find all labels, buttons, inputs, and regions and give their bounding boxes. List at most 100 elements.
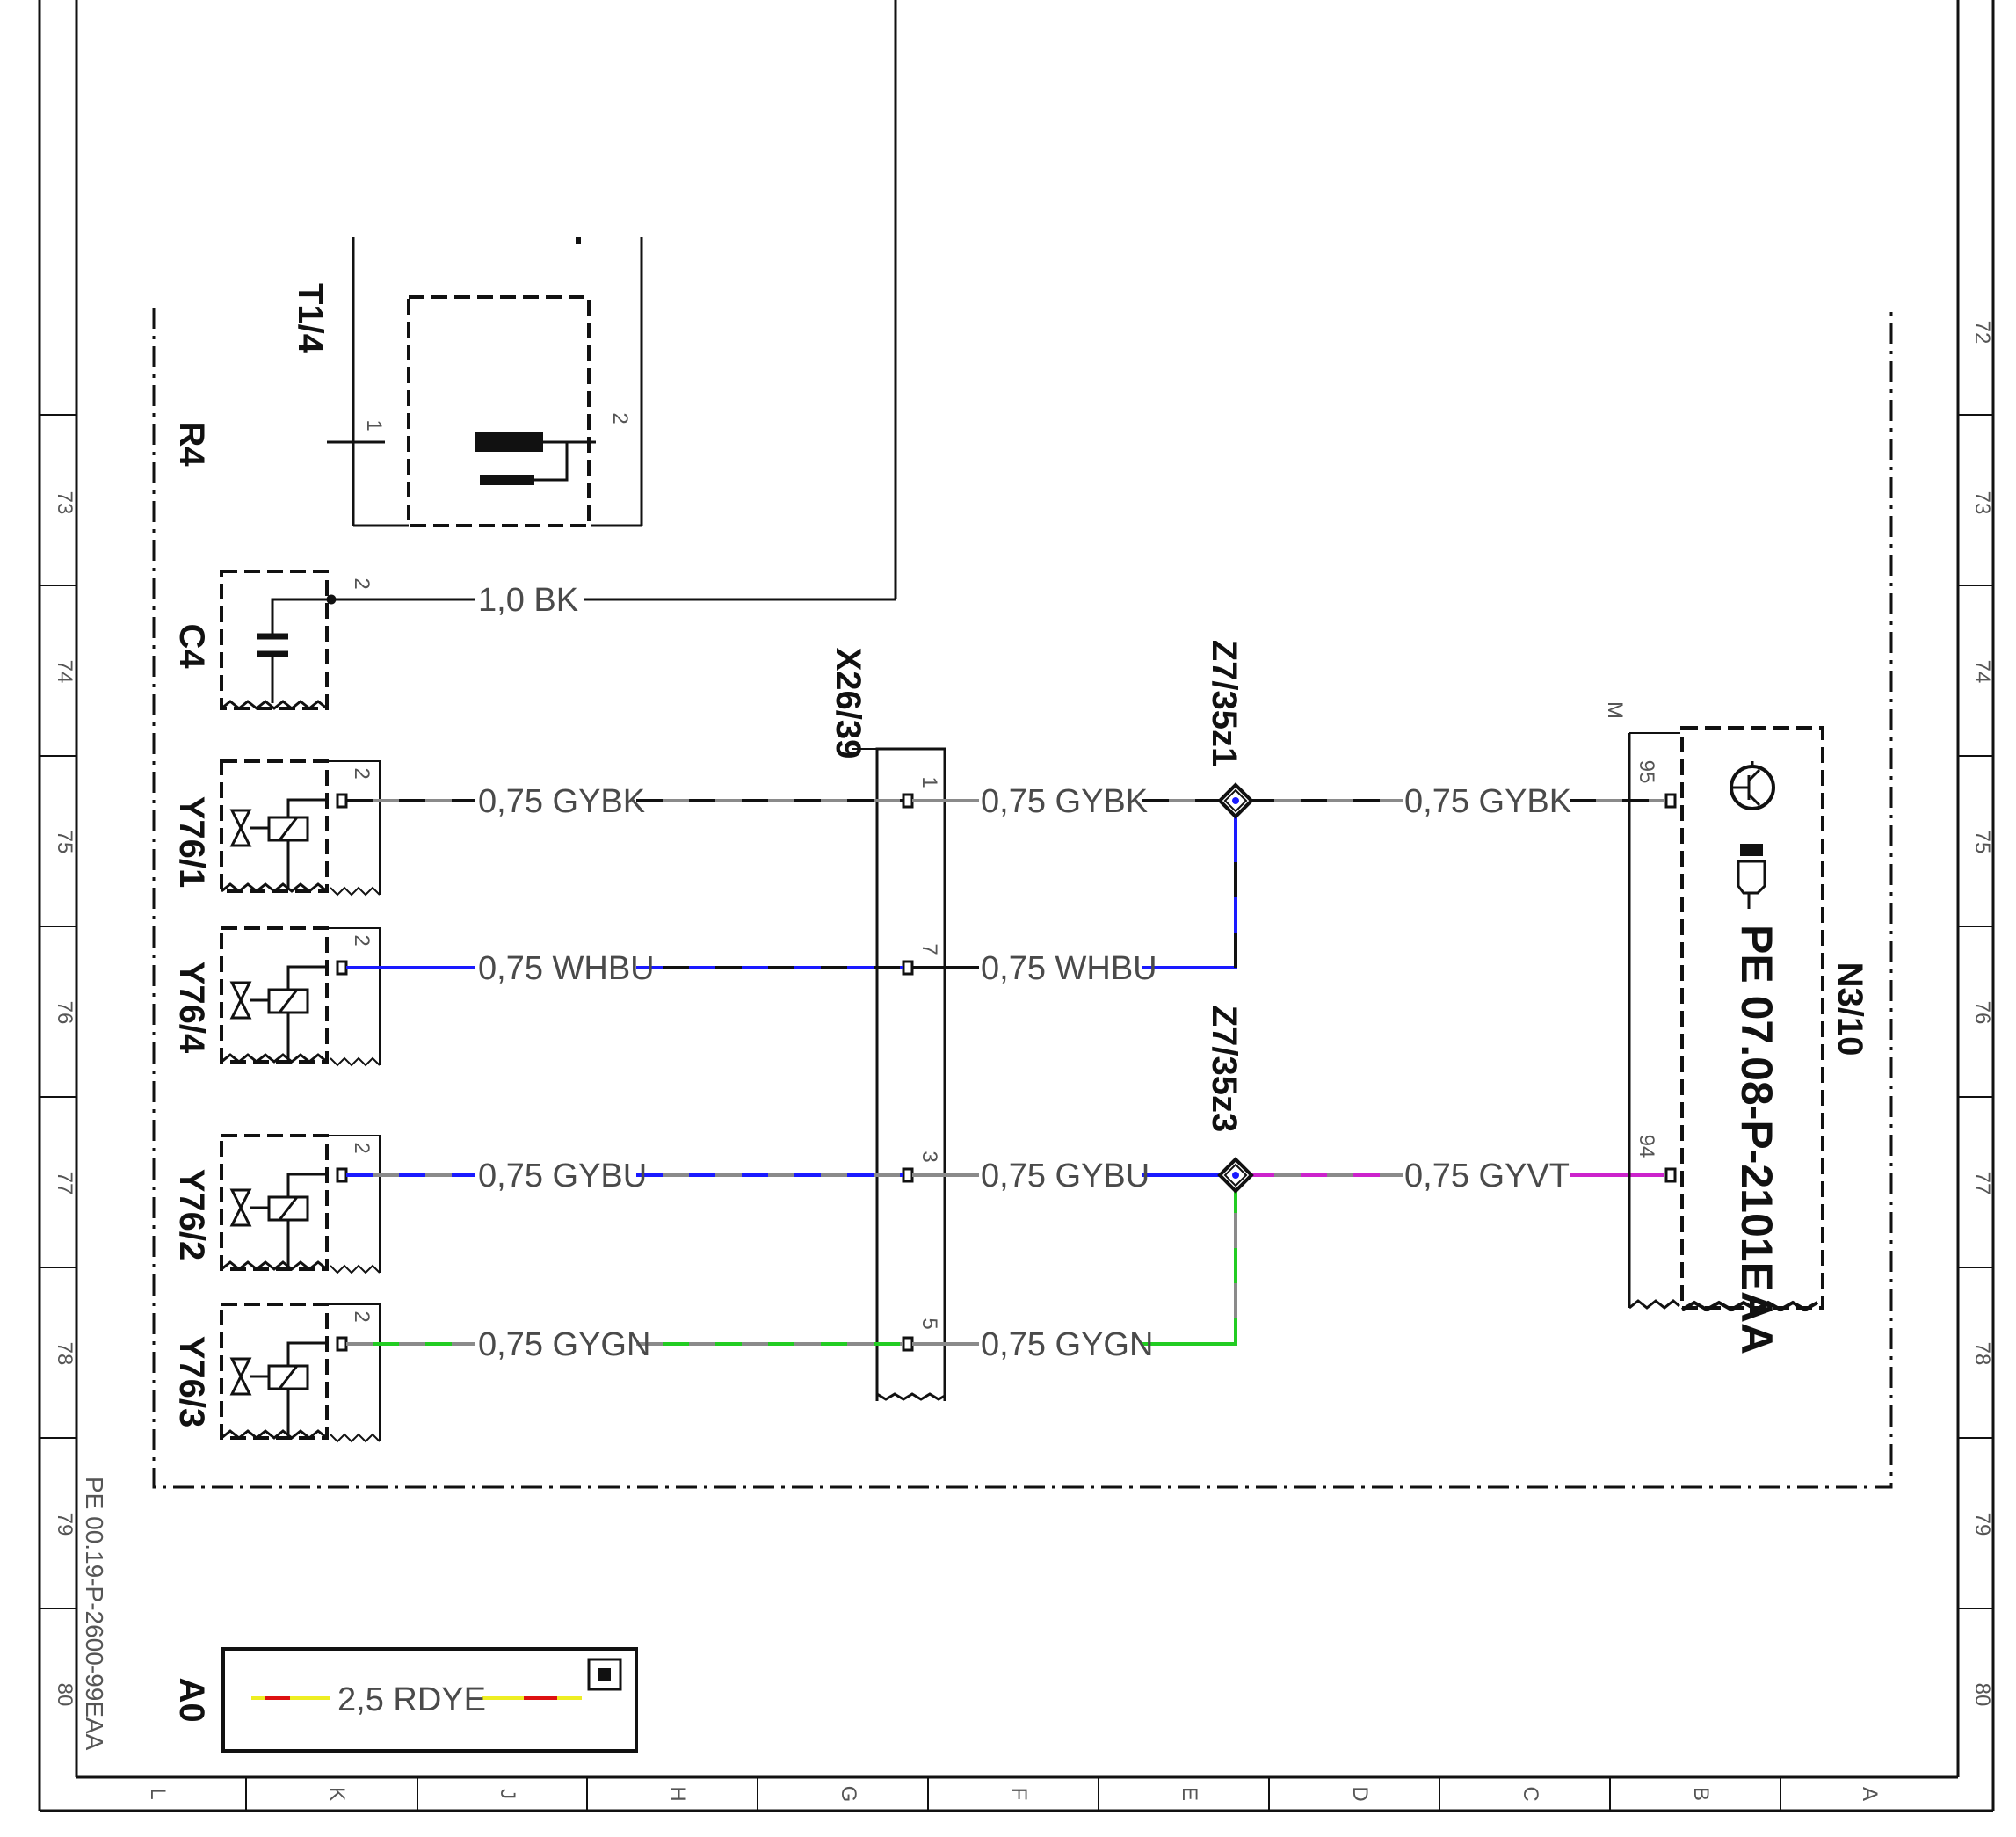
- y76-3-block: [220, 1303, 381, 1443]
- column-letter: C: [1519, 1786, 1542, 1801]
- y76-1-block: [220, 759, 381, 897]
- component-label-y76-2: Y76/2: [172, 1169, 211, 1261]
- row-number: 78: [1970, 1342, 1994, 1366]
- pin-label: M: [1603, 701, 1627, 719]
- component-label-c4: C4: [172, 623, 211, 669]
- y76-4-block: [220, 926, 381, 1067]
- splice-z7-35z1: [1217, 782, 1254, 819]
- solenoid-valve-icon: [229, 798, 327, 888]
- column-letter: A: [1858, 1787, 1882, 1801]
- c4-block: [220, 570, 329, 710]
- component-label-x26-39: X26/39: [829, 648, 867, 759]
- row-number: 73: [53, 491, 76, 515]
- row-number: 77: [53, 1172, 76, 1195]
- capacitor-icon: [257, 594, 337, 703]
- pin-label: 1: [362, 419, 386, 431]
- pin-label: 2: [350, 767, 373, 779]
- pin-label: 5: [917, 1318, 941, 1329]
- column-letter: G: [837, 1786, 860, 1803]
- column-letter: D: [1348, 1786, 1372, 1801]
- row-number: 77: [1970, 1172, 1994, 1195]
- column-letter: K: [325, 1787, 349, 1801]
- row-number: 79: [53, 1513, 76, 1536]
- sheet-frame: [38, 0, 1995, 1812]
- row-number: 79: [1970, 1513, 1994, 1536]
- row-number: 75: [53, 831, 76, 854]
- resistor-icon: [475, 432, 596, 485]
- wire-label-y76-4-mid: 0,75 WHBU: [981, 950, 1157, 987]
- t1-4-block: [327, 237, 643, 527]
- pin-label: 3: [917, 1151, 941, 1162]
- wire-label-gyvt-right: 0,75 GYVT: [1404, 1158, 1570, 1194]
- row-number: 80: [53, 1683, 76, 1707]
- wire-label-y76-1-left: 0,75 GYBK: [478, 783, 645, 820]
- pin-label: 2: [350, 1311, 373, 1322]
- wire-label-y76-3-left: 0,75 GYGN: [478, 1326, 650, 1363]
- component-label-r4: R4: [172, 421, 211, 467]
- cross-reference-label: PE 07.08-P-2101EAA: [1732, 925, 1781, 1354]
- x26-39-connector: [852, 747, 946, 1401]
- column-letter: B: [1689, 1787, 1713, 1801]
- pin-label: 2: [350, 577, 373, 589]
- pin-label: 7: [917, 943, 941, 955]
- legend-box: [221, 1647, 638, 1753]
- component-label-y76-4: Y76/4: [172, 962, 211, 1054]
- component-label-z7-35z1: Z7/35z1: [1205, 640, 1244, 767]
- component-label-z7-35z3: Z7/35z3: [1205, 1006, 1244, 1133]
- row-number: 76: [1970, 1001, 1994, 1025]
- row-number: 72: [1970, 321, 1994, 345]
- component-label-t1-4: T1/4: [291, 283, 330, 354]
- column-letters: L K J H G F E D C B A: [146, 1786, 1882, 1803]
- wire-label-y76-1-mid: 0,75 GYBK: [981, 783, 1148, 820]
- column-letter: H: [666, 1786, 690, 1801]
- row-numbers-left: 73 74 75 76 77 78 79 80: [53, 491, 76, 1707]
- solenoid-valve-icon: [229, 1173, 327, 1266]
- upper-feed-line: [584, 0, 897, 601]
- pin-label: 94: [1635, 1135, 1658, 1158]
- manual-reference-icon: [1737, 844, 1766, 909]
- wire-label-y76-2-mid: 0,75 GYBU: [981, 1158, 1149, 1194]
- row-number: 73: [1970, 491, 1994, 515]
- transistor-icon: [1730, 761, 1775, 810]
- row-number: 75: [1970, 831, 1994, 854]
- pin-label: 2: [608, 412, 632, 424]
- component-label-y76-3: Y76/3: [172, 1336, 211, 1428]
- pin-label: 95: [1635, 760, 1658, 784]
- wire-label-y76-3-mid: 0,75 GYGN: [981, 1326, 1153, 1363]
- component-label-y76-1: Y76/1: [172, 796, 211, 889]
- row-number: 74: [53, 660, 76, 684]
- wire-label-y76-4-left: 0,75 WHBU: [478, 950, 655, 987]
- column-ticks: [245, 1777, 1781, 1811]
- y76-2-block: [220, 1134, 381, 1274]
- wire-label-c4-bk: 1,0 BK: [478, 582, 578, 619]
- splice-z7-35z3: [1217, 1157, 1254, 1194]
- document-code: PE 00.19-P-2600-99EAA: [81, 1477, 108, 1751]
- pin-label: 2: [350, 934, 373, 946]
- column-letter: J: [496, 1789, 519, 1799]
- column-letter: L: [146, 1788, 170, 1799]
- row-number: 78: [53, 1342, 76, 1366]
- module-boundary: [152, 308, 1893, 1489]
- row-number: 76: [53, 1001, 76, 1025]
- pin-label: 1: [917, 776, 941, 788]
- component-label-a0: A0: [172, 1677, 211, 1722]
- wire-label-y76-1-right: 0,75 GYBK: [1404, 783, 1571, 820]
- legend-wire-label: 2,5 RDYE: [337, 1681, 486, 1718]
- row-number: 80: [1970, 1683, 1994, 1707]
- row-ticks-left: [40, 414, 76, 1609]
- pin-label: 2: [350, 1142, 373, 1153]
- info-icon: [587, 1658, 622, 1691]
- component-label-n3-10: N3/10: [1831, 962, 1869, 1056]
- column-letter: F: [1007, 1788, 1031, 1801]
- column-letter: E: [1178, 1787, 1201, 1801]
- wire-label-y76-2-left: 0,75 GYBU: [478, 1158, 647, 1194]
- wire-y76-3-mid: [912, 1175, 1237, 1346]
- solenoid-valve-icon: [229, 1341, 327, 1434]
- row-numbers-right: 72 73 74 75 76 77 78 79 80: [1970, 321, 1994, 1707]
- solenoid-valve-icon: [229, 965, 327, 1058]
- n3-10-control-unit: [1628, 726, 1824, 1312]
- wire-y76-4-mid: [912, 801, 1237, 969]
- row-ticks-right: [1958, 414, 1993, 1609]
- row-number: 74: [1970, 660, 1994, 684]
